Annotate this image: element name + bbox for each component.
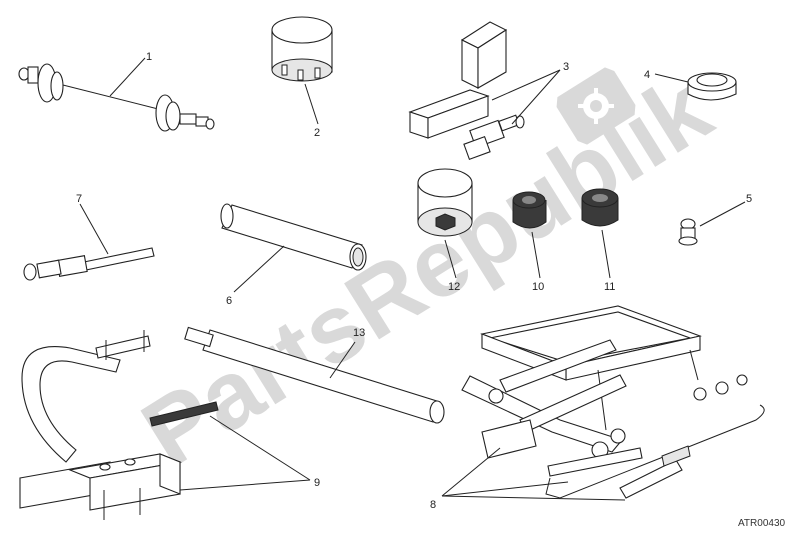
part-6-pipe [220,203,367,271]
callout-7: 7 [76,193,82,205]
part-3-case [408,21,508,139]
callouts: 1 2 3 4 5 6 7 8 9 10 11 12 13 [76,51,752,511]
callout-10: 10 [532,281,544,293]
callout-9: 9 [314,477,320,489]
gear-icon [556,67,636,145]
part-7-pin-tool [23,247,155,281]
callout-13: 13 [353,327,365,339]
callout-3: 3 [563,61,569,73]
callout-11: 11 [604,281,615,293]
callout-6: 6 [226,295,232,307]
callout-5: 5 [746,193,752,205]
callout-2: 2 [314,127,320,139]
callout-8: 8 [430,499,436,511]
reference-code: ATR00430 [738,518,786,529]
callout-12: 12 [448,281,460,293]
callout-4: 4 [644,69,650,81]
leader-lines [79,57,746,501]
part-13-bar [184,326,445,424]
part-9-bracket [19,330,219,520]
part-2-socket [271,16,333,82]
callout-1: 1 [146,51,152,63]
part-1-bearing-rod [18,63,215,132]
part-3-tool [463,114,525,160]
part-5-valve [678,218,698,246]
part-12-hex-socket [417,168,473,237]
part-11-bushing [581,188,619,227]
part-8-lift-stand [461,305,765,499]
part-4-grommet [687,72,737,101]
part-10-bushing [512,191,547,229]
